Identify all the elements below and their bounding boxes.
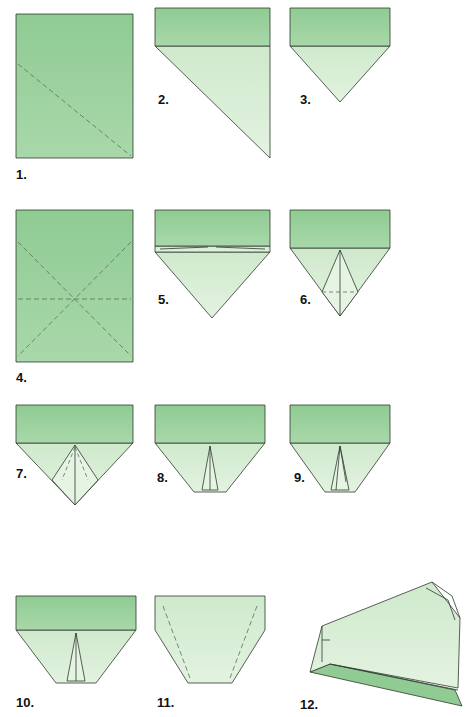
step-number: 3. xyxy=(300,92,311,108)
step-6-fold xyxy=(290,210,390,316)
step-number: 7. xyxy=(16,466,27,482)
step-4-sheet xyxy=(16,210,133,362)
step-number: 9. xyxy=(294,470,305,486)
step-number: 11. xyxy=(157,695,174,711)
step-number: 4. xyxy=(16,370,27,386)
step-11-fold xyxy=(155,596,265,683)
step-number: 8. xyxy=(157,470,168,486)
step-number: 5. xyxy=(158,292,169,308)
step-number: 12. xyxy=(300,697,318,713)
step-3-fold xyxy=(290,8,390,102)
step-10-fold xyxy=(16,596,136,683)
step-number: 2. xyxy=(158,92,169,108)
step-2-fold xyxy=(155,8,270,158)
step-1-sheet xyxy=(16,14,133,158)
step-number: 6. xyxy=(300,292,311,308)
step-12-plane xyxy=(310,582,462,706)
step-8-fold xyxy=(155,405,265,492)
step-9-fold xyxy=(290,405,390,492)
step-7-fold xyxy=(16,405,133,505)
step-number: 1. xyxy=(16,167,27,183)
step-number: 10. xyxy=(16,695,34,711)
step-5-fold xyxy=(155,210,270,318)
